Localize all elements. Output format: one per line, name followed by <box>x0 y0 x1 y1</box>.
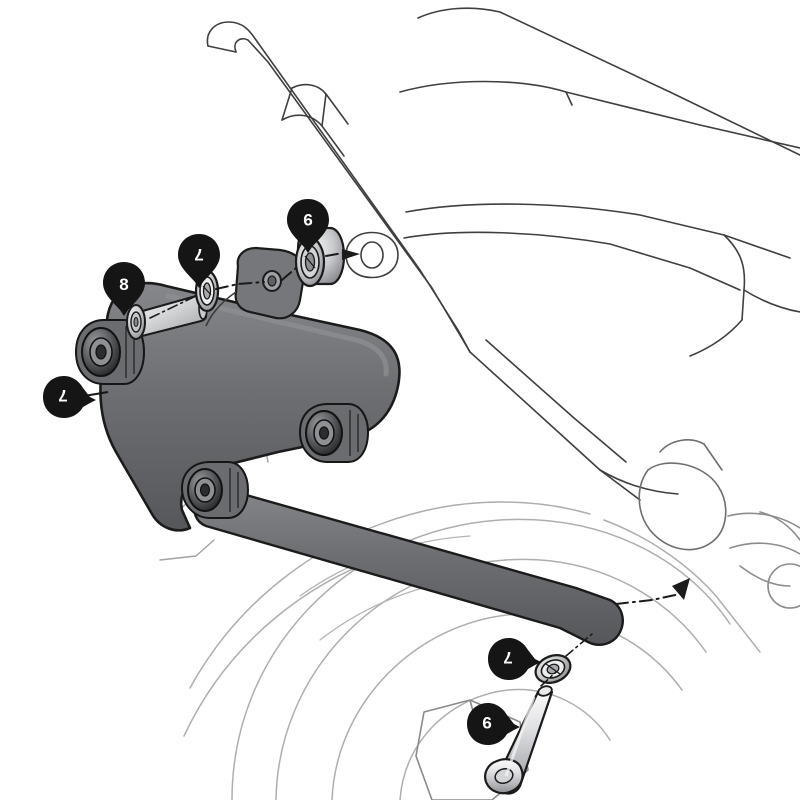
callout-7-upper-label: 7 <box>194 245 203 264</box>
callout-7-upper-pin <box>178 234 220 288</box>
bushing-left-rail-end <box>74 319 146 385</box>
axis-lower-bolt <box>540 671 557 687</box>
callout-9-lower-label: 9 <box>482 713 491 732</box>
callout-7-upper[interactable]: 7 <box>178 234 220 288</box>
washer-lower <box>534 654 572 684</box>
callout-8-pin <box>103 262 145 316</box>
callout-9-upper-pin <box>287 199 329 253</box>
seat-cowl <box>399 7 800 156</box>
axis-arrow-upper <box>342 249 360 260</box>
bushing-lower-rail <box>180 461 250 519</box>
vehicle-outline-group <box>206 7 800 501</box>
frame-mount-detail <box>281 83 349 157</box>
callout-7-left[interactable]: 7 <box>43 376 96 418</box>
callout-7-lower-label: 7 <box>503 648 512 667</box>
tail-lower-panel <box>469 339 679 501</box>
muffler-hanger-lug <box>638 439 727 551</box>
callout-7-left-pin <box>43 376 96 418</box>
axis-upper-2 <box>281 267 297 281</box>
callout-7-left-label: 7 <box>58 386 67 405</box>
callout-7-lower[interactable]: 7 <box>488 638 541 680</box>
callout-9-lower-pin <box>467 703 520 745</box>
callout-8-label: 8 <box>119 275 128 294</box>
axis-upper <box>215 281 265 290</box>
callout-8[interactable]: 8 <box>103 262 145 316</box>
axis-lower-washer-to-arm <box>565 633 593 657</box>
bushing-mid-rail <box>298 403 370 463</box>
subframe-rail <box>206 21 471 353</box>
callout-9-upper-label: 9 <box>303 210 312 229</box>
frame-mount-eyelet-upper <box>345 231 399 279</box>
swingarm-arm <box>727 511 800 609</box>
axis-lower-arm-to-frame <box>615 593 681 605</box>
assembly-axis-lines <box>149 249 690 687</box>
callout-9-lower[interactable]: 9 <box>467 703 520 745</box>
upper-plate-hole-inner <box>267 275 277 287</box>
callout-9-upper[interactable]: 9 <box>287 199 329 253</box>
callout-7-lower-pin <box>488 638 541 680</box>
bracket-assembly <box>99 246 624 646</box>
tail-fairing <box>403 203 800 357</box>
lower-bracket-arm <box>193 484 624 646</box>
axis-bolt-to-washer <box>149 295 197 319</box>
hex-bolt-lower <box>484 685 554 795</box>
plate-rail-web <box>205 291 237 327</box>
axis-arrow-lower <box>672 578 690 600</box>
rail-highlight <box>165 293 389 377</box>
